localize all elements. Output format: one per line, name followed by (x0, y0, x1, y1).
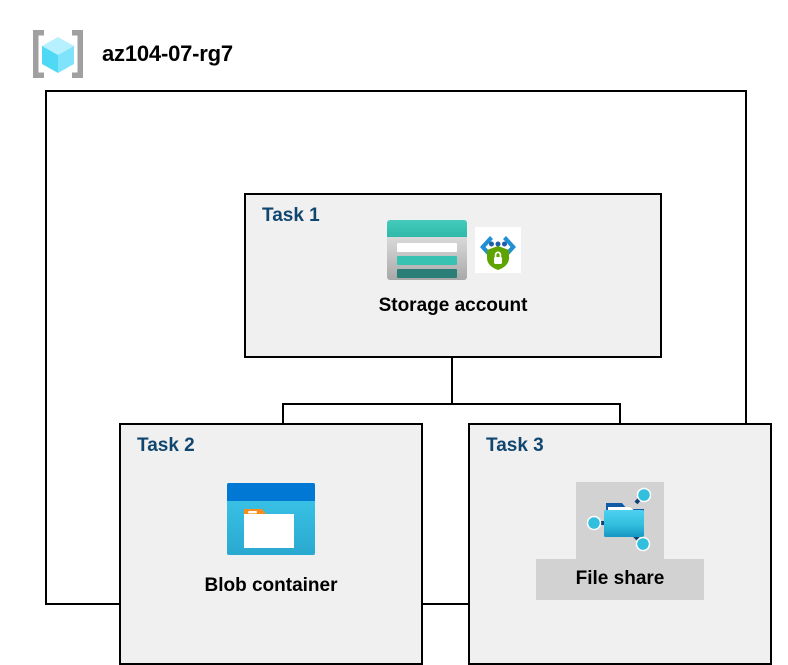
connector-storage-to-bus (451, 358, 453, 404)
task-1-label: Task 1 (262, 205, 320, 226)
task-2-box: Task 2 Blob container (119, 423, 423, 665)
task-1-box: Task 1 (244, 193, 662, 358)
connector-horizontal-bus (282, 403, 621, 405)
task-2-label: Task 2 (137, 435, 195, 456)
storage-account-caption: Storage account (378, 295, 528, 316)
node-storage-account[interactable]: Storage account (246, 217, 660, 317)
blob-container-icon (227, 483, 315, 555)
resource-group-icon (33, 30, 83, 78)
resource-group-header: az104-07-rg7 (30, 28, 233, 80)
resource-group-name: az104-07-rg7 (102, 41, 233, 66)
task-3-label: Task 3 (486, 435, 544, 456)
task-3-box: Task 3 (468, 423, 772, 665)
resource-group-container: Task 1 (45, 90, 772, 665)
file-share-icon (586, 487, 652, 552)
storage-account-icon-row (385, 217, 521, 283)
blob-container-caption: Blob container (204, 575, 338, 596)
node-file-share[interactable]: File share (470, 482, 770, 600)
file-share-icon-highlight (576, 482, 664, 559)
node-blob-container[interactable]: Blob container (121, 480, 421, 597)
security-shield-icon (475, 227, 521, 273)
storage-account-icon (387, 220, 467, 280)
file-share-caption: File share (535, 559, 705, 600)
